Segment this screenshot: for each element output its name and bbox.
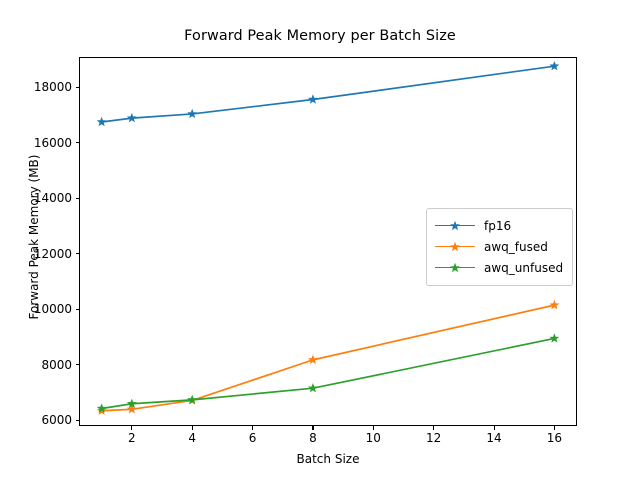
data-point-marker — [549, 60, 560, 71]
legend-item-awq_fused[interactable]: awq_fused — [435, 236, 564, 257]
x-tick-mark — [493, 426, 495, 430]
y-tick-mark — [75, 197, 80, 199]
data-point-marker — [126, 404, 137, 414]
data-point-marker — [96, 116, 107, 127]
legend-swatch — [435, 240, 475, 254]
data-point-marker — [307, 94, 318, 104]
legend-label: awq_unfused — [484, 260, 564, 275]
data-point-marker — [307, 383, 318, 393]
y-tick-mark — [75, 364, 80, 366]
y-tick-mark — [75, 142, 80, 144]
x-tick-label: 14 — [486, 431, 502, 445]
chart-legend: fp16 awq_fused awq_unfused — [426, 208, 573, 286]
legend-item-fp16[interactable]: fp16 — [435, 215, 564, 236]
x-tick-mark — [252, 426, 254, 430]
data-point-marker — [126, 112, 137, 123]
x-tick-mark — [191, 426, 193, 430]
y-tick-label: 12000 — [33, 246, 72, 261]
legend-swatch — [435, 261, 475, 275]
data-point-marker — [187, 108, 198, 119]
data-point-marker — [549, 333, 560, 343]
y-tick-label: 18000 — [33, 80, 72, 94]
chart-title: Forward Peak Memory per Batch Size — [184, 28, 456, 44]
y-tick-label: 8000 — [41, 357, 72, 372]
x-tick-label: 2 — [127, 431, 136, 445]
data-point-marker — [96, 403, 107, 413]
legend-star-icon — [450, 262, 460, 272]
y-tick-mark — [75, 419, 80, 422]
legend-star-icon — [450, 241, 460, 251]
x-tick-label: 10 — [365, 431, 381, 445]
series-line — [101, 337, 555, 410]
data-point-marker — [307, 354, 318, 365]
series-line — [101, 65, 555, 123]
series-awq_unfused — [96, 333, 560, 413]
series-awq_fused — [96, 299, 560, 415]
x-tick-mark — [131, 426, 133, 430]
x-tick-mark — [372, 426, 374, 430]
x-tick-label: 6 — [248, 431, 257, 445]
y-tick-mark — [75, 308, 80, 310]
legend-swatch — [435, 219, 475, 233]
series-layer — [96, 60, 560, 415]
legend-item-awq_unfused[interactable]: awq_unfused — [435, 257, 564, 278]
legend-label: awq_fused — [484, 239, 548, 254]
y-tick-label: 16000 — [33, 135, 72, 150]
x-tick-label: 16 — [546, 431, 562, 445]
data-point-marker — [549, 299, 560, 310]
x-tick-mark — [553, 426, 555, 430]
y-tick-label: 6000 — [41, 413, 72, 428]
series-fp16 — [96, 60, 560, 127]
y-tick-label: 14000 — [33, 191, 72, 206]
data-point-marker — [187, 394, 198, 405]
series-line — [101, 304, 555, 412]
y-tick-mark — [75, 253, 80, 255]
x-axis-label: Batch Size — [296, 452, 360, 466]
y-tick-mark — [75, 86, 80, 88]
x-tick-label: 12 — [425, 431, 442, 445]
y-tick-label: 10000 — [33, 302, 72, 317]
x-tick-label: 8 — [309, 431, 317, 445]
legend-label: fp16 — [484, 218, 512, 233]
x-tick-label: 4 — [188, 431, 196, 445]
x-tick-mark — [433, 426, 435, 430]
legend-star-icon — [450, 220, 460, 230]
data-point-marker — [126, 398, 137, 408]
x-tick-mark — [312, 426, 314, 430]
